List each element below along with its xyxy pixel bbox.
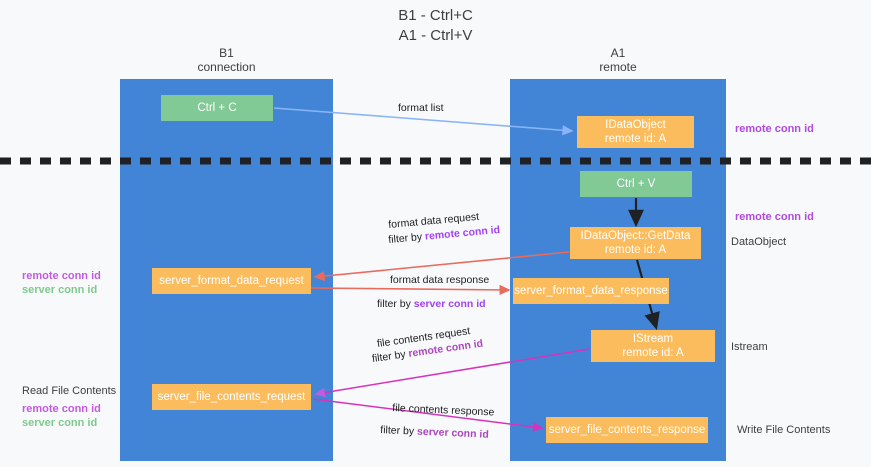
lane-header-b1: B1 connection [120, 46, 333, 74]
box-ctrl-v[interactable]: Ctrl + V [580, 171, 692, 197]
lane-header-b1-subtitle: connection [197, 60, 256, 74]
edge-label-format-data-response-filter: filter by server conn id [377, 297, 486, 311]
right-label-mid-remote-conn-id: remote conn id [735, 211, 814, 223]
box-server-format-data-request-label: server_format_data_request [159, 275, 304, 287]
right-label-write-file-contents: Write File Contents [737, 424, 831, 436]
right-label-top-remote-conn-id: remote conn id [735, 123, 814, 135]
edge-label-format-data-response: format data response [390, 274, 490, 286]
filter-value-server-conn-id: server conn id [413, 298, 486, 310]
box-idataobject-line2: remote id: A [604, 133, 667, 145]
left-label-file-server-conn-id: server conn id [22, 417, 98, 429]
box-server-format-data-request[interactable]: server_format_data_request [152, 268, 311, 294]
lane-header-a1-title: A1 [610, 46, 626, 60]
box-server-format-data-response-label: server_format_data_response [514, 285, 668, 297]
box-idataobject-line1: IDataObject [605, 119, 666, 131]
box-istream-line1: IStream [632, 333, 674, 345]
box-server-file-contents-response-label: server_file_contents_response [548, 424, 706, 436]
box-istream[interactable]: IStream remote id: A [591, 330, 715, 362]
filter-prefix: filter by [371, 348, 410, 366]
lane-header-a1-subtitle: remote [599, 60, 637, 74]
box-getdata-line2: remote id: A [604, 244, 667, 256]
filter-prefix: filter by [377, 298, 414, 310]
box-istream-line2: remote id: A [622, 347, 684, 359]
filter-prefix: filter by [380, 424, 418, 438]
right-label-istream: Istream [731, 341, 768, 353]
right-label-dataobject: DataObject [731, 236, 787, 248]
title-line-2: A1 - Ctrl+V [398, 27, 473, 44]
lane-header-b1-title: B1 [219, 46, 234, 60]
left-label-file-remote-conn-id: remote conn id [22, 403, 101, 415]
filter-prefix: filter by [387, 230, 426, 247]
title-line-1: B1 - Ctrl+C [398, 7, 473, 24]
box-server-file-contents-request-label: server_file_contents_request [157, 391, 306, 403]
arrow-format-data-response [310, 284, 511, 296]
box-idataobject[interactable]: IDataObject remote id: A [577, 116, 694, 148]
box-ctrl-c[interactable]: Ctrl + C [161, 95, 273, 121]
edge-label-format-list: format list [398, 102, 444, 114]
box-getdata-line1: IDataObject::GetData [580, 230, 691, 242]
box-ctrl-v-label: Ctrl + V [616, 178, 656, 190]
edge-label-file-contents-response-filter: filter by server conn id [380, 423, 489, 442]
box-server-format-data-response[interactable]: server_format_data_response [513, 278, 669, 304]
filter-value-server-conn-id: server conn id [416, 425, 490, 441]
lane-header-a1: A1 remote [510, 46, 726, 74]
page-title: B1 - Ctrl+C A1 - Ctrl+V [0, 6, 871, 46]
box-idataobject-getdata[interactable]: IDataObject::GetData remote id: A [570, 227, 701, 259]
box-ctrl-c-label: Ctrl + C [197, 102, 237, 114]
left-label-format-conn-ids: remote conn id server conn id [22, 269, 101, 297]
box-server-file-contents-response[interactable]: server_file_contents_response [546, 417, 708, 443]
box-server-file-contents-request[interactable]: server_file_contents_request [152, 384, 311, 410]
edge-label-file-contents-response: file contents response [392, 402, 495, 419]
left-label-read-file-contents: Read File Contents [22, 385, 117, 397]
left-label-format-server-conn-id: server conn id [22, 284, 98, 296]
left-label-format-remote-conn-id: remote conn id [22, 270, 101, 282]
left-label-file-conn-ids: remote conn id server conn id [22, 402, 101, 430]
